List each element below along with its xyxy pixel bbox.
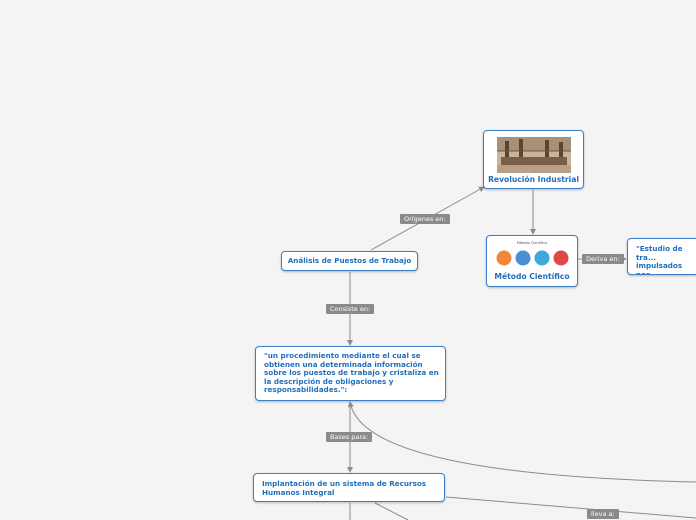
topic-procedimiento-label: "un procedimiento mediante el cual se ob…	[264, 351, 439, 395]
connector-lleva[interactable]: lleva a:	[587, 509, 619, 519]
topic-implantacion[interactable]: Implantación de un sistema de Recursos H…	[253, 473, 445, 502]
topic-metodo-label: Método Científico	[494, 272, 570, 281]
topic-revolucion-industrial[interactable]: Revolución Industrial	[483, 130, 584, 189]
method-steps-image	[496, 250, 569, 266]
connector-consiste[interactable]: Consiste en:	[326, 304, 375, 314]
metodo-image-caption: Método Científico	[516, 241, 548, 245]
topic-metodo-cientifico[interactable]: Método Científico Método Científico	[486, 235, 578, 287]
topic-procedimiento[interactable]: "un procedimiento mediante el cual se ob…	[255, 346, 446, 401]
topic-estudio[interactable]: "Estudio de tra... impulsados por... pro…	[627, 238, 696, 275]
connector-deriva[interactable]: Deriva en:	[582, 254, 624, 264]
line-implantacion-right	[445, 496, 696, 519]
factory-image	[497, 137, 571, 173]
connector-bases[interactable]: Bases para:	[326, 432, 373, 442]
line-implantacion-diagonal	[374, 502, 409, 520]
connector-origenes[interactable]: Orígenes en:	[400, 214, 450, 224]
line-curve-to-procedimiento	[347, 401, 696, 483]
topic-revolucion-label: Revolución Industrial	[488, 175, 579, 184]
topic-estudio-label: "Estudio de tra... impulsados por... pro…	[636, 244, 683, 275]
topic-analisis-label: Análisis de Puestos de Trabajo	[287, 256, 412, 265]
topic-implantacion-label: Implantación de un sistema de Recursos H…	[262, 479, 427, 497]
topic-analisis-puestos[interactable]: Análisis de Puestos de Trabajo	[281, 251, 418, 271]
